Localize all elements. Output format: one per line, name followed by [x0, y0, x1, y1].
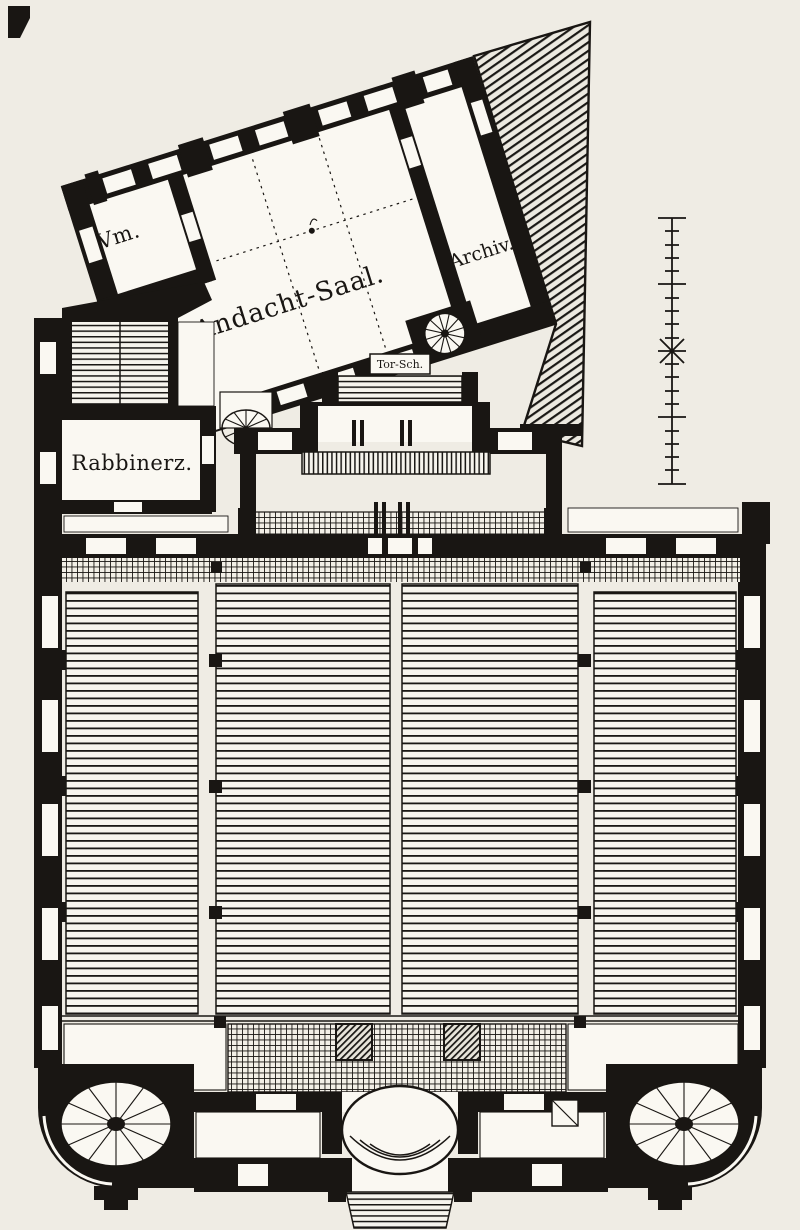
- stair-tower-left: [38, 1064, 194, 1188]
- vestibule: [63, 1016, 739, 1112]
- side-room-detail: [551, 1099, 579, 1127]
- vestibule-floor: [227, 1023, 567, 1093]
- ark-platform: Tor-Sch.: [234, 353, 562, 540]
- prayer-hall-ceiling-lines: [216, 138, 416, 372]
- label-torah-ark: Tor-Sch.: [377, 358, 423, 371]
- pew-bank: [65, 591, 199, 1015]
- pew-bank: [401, 583, 579, 1015]
- ark-posts: [352, 420, 412, 446]
- pier: [335, 1023, 373, 1061]
- lower-steps: [301, 451, 491, 475]
- upper-steps: [337, 375, 463, 403]
- oval-entrance-hall: [322, 1084, 478, 1176]
- fan-staircase: [220, 391, 272, 446]
- pew-bank: [593, 591, 737, 1015]
- label-rabbi-room: Rabbinerz.: [71, 451, 192, 475]
- transverse-aisle: [62, 558, 740, 582]
- left-annex: Rabbinerz.: [34, 282, 272, 544]
- main-hall-walls: [34, 502, 770, 1068]
- entrance-steps: [328, 1188, 472, 1229]
- neighbor-corner-mark: [8, 6, 30, 38]
- foundation-stubs: [94, 1186, 692, 1210]
- bima-posts: [374, 502, 410, 534]
- stair-tower-right: [606, 1064, 762, 1188]
- scale-bar: [658, 217, 686, 485]
- straight-staircase: [62, 314, 178, 412]
- pew-bank: [215, 583, 391, 1015]
- column-markers: [209, 562, 591, 919]
- entrance-level: [38, 1064, 762, 1229]
- main-hall: [34, 502, 770, 1068]
- colonnade-line: [62, 1015, 740, 1022]
- torah-ark-box: [369, 353, 431, 375]
- pier: [443, 1023, 481, 1061]
- spiral-staircase-annex: [405, 300, 485, 366]
- room-rabbi: [62, 418, 202, 502]
